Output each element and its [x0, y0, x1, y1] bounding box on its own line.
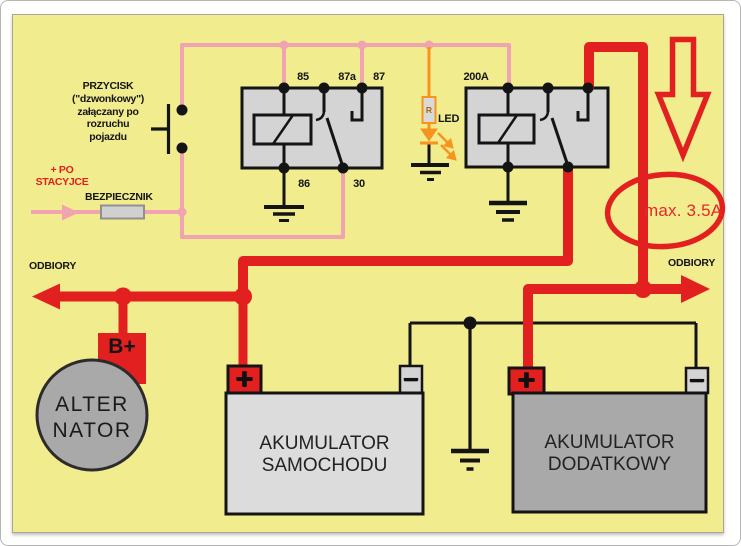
relay2-rating-label: 200A [463, 71, 489, 83]
led-symbol [420, 128, 438, 142]
relay1-pin87a-label: 87a [338, 71, 356, 83]
relay1-pin86-label: 86 [298, 178, 310, 190]
battery-main-plus-symbol: + [235, 362, 254, 396]
battery-aux-minus-symbol: − [689, 365, 705, 395]
button-note-line2: ("dzwonkowy") [72, 92, 144, 105]
relay1-pin85-label: 85 [297, 71, 309, 83]
battery-main-label-line1: AKUMULATOR [259, 433, 390, 454]
push-button-symbol [151, 104, 188, 154]
relay2-pin-overlays [562, 82, 594, 173]
relay1 [240, 82, 384, 174]
down-arrow-annotation [654, 36, 712, 163]
max-current-ellipse [604, 171, 726, 250]
loads-left-label: ODBIORY [29, 260, 77, 272]
battery-aux-label-line2: DODATKOWY [547, 454, 672, 475]
loads-arrow-right [681, 275, 710, 303]
relay1-ground [264, 168, 304, 222]
led-label: LED [438, 113, 460, 125]
button-note-line5: pojazdu [89, 131, 127, 144]
ignition-plus-line2: STACYJCE [35, 175, 89, 188]
battery-ground-bus [408, 316, 698, 471]
button-note-line4: rozruchu [86, 118, 130, 131]
ignition-plus-label: + PO STACYJCE [23, 164, 101, 188]
loads-arrow-left [32, 283, 60, 310]
pink-junction-dots [177, 40, 434, 217]
alternator-terminal-label: B+ [108, 335, 136, 358]
control-circuit-wiring [31, 43, 511, 239]
led-emission-arrows [437, 132, 457, 161]
red-junction-dots [114, 280, 652, 306]
power-wiring [58, 42, 683, 368]
relay1-pin30-label: 30 [353, 178, 365, 190]
battery-main-label: AKUMULATOR SAMOCHODU [226, 433, 423, 477]
led-branch [411, 47, 457, 181]
battery-main-body [224, 391, 425, 516]
alternator-label: ALTER NATOR [22, 392, 162, 444]
alternator-body [35, 358, 149, 472]
resistor-label: R [425, 105, 433, 115]
alternator-label-line1: ALTER [55, 393, 129, 416]
battery-main-minus-symbol: − [403, 364, 419, 394]
ignition-feed-arrow [62, 204, 79, 221]
fuse-body [100, 204, 145, 220]
battery-aux-body [511, 391, 708, 514]
fuse-label: BEZPIECZNIK [85, 191, 153, 203]
relay2 [464, 82, 610, 173]
max-current-label: max. 3.5A [644, 201, 723, 220]
ignition-plus-line1: + PO [50, 164, 74, 176]
battery-aux-plus-symbol: + [517, 364, 536, 397]
button-note: PRZYCISK ("dzwonkowy") załączany po rozr… [39, 80, 177, 144]
button-note-line1: PRZYCISK [82, 80, 134, 92]
relay2-ground [489, 167, 527, 222]
alternator-label-line2: NATOR [52, 419, 132, 442]
led-ground [411, 163, 449, 181]
battery-aux-label: AKUMULATOR DODATKOWY [513, 432, 706, 476]
loads-right-label: ODBIORY [668, 257, 716, 269]
battery-main-label-line2: SAMOCHODU [261, 455, 388, 476]
button-note-line3: załączany po [77, 105, 139, 118]
battery-aux-label-line1: AKUMULATOR [544, 432, 675, 453]
relay1-pin87-label: 87 [373, 71, 385, 83]
